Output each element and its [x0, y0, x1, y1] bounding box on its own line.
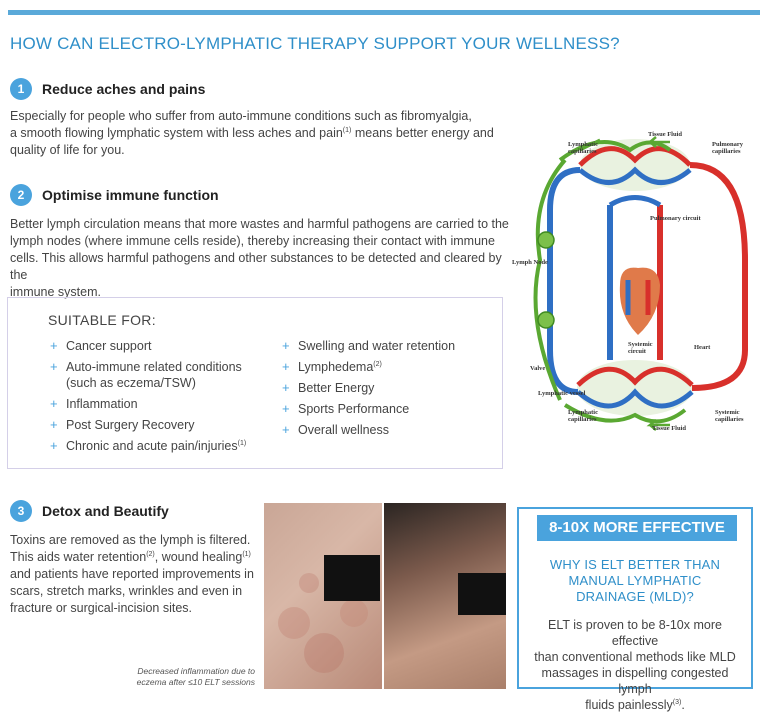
label-systemic-capillaries: Systemic: [715, 409, 740, 416]
plus-icon: +: [50, 417, 58, 432]
before-photo: [264, 503, 382, 689]
suitable-for-box: SUITABLE FOR: +Cancer support +Auto-immu…: [7, 297, 503, 469]
circulation-diagram: Tissue Fluid Lymphatic capillaries Pulmo…: [512, 131, 748, 432]
label-lymphatic-vessel: Lymphatic vessel: [538, 390, 586, 397]
list-item: +Cancer support: [50, 338, 152, 353]
label-lymph-node: Lymph Node: [512, 259, 548, 266]
section-3-text: Toxins are removed as the lymph is filte…: [10, 533, 254, 615]
label-lymphatic-capillaries-bottom: Lymphatic: [568, 409, 598, 416]
suitable-for-heading: SUITABLE FOR:: [48, 312, 156, 328]
suitable-list-right: +Swelling and water retention +Lymphedem…: [282, 338, 455, 443]
section-heading: Reduce aches and pains: [42, 81, 206, 97]
lymph-node-icon: [537, 231, 555, 249]
suitable-list-left: +Cancer support +Auto-immune related con…: [50, 338, 246, 459]
lymph-node-icon: [537, 311, 555, 329]
plus-icon: +: [282, 359, 290, 374]
label-valve: Valve: [530, 365, 545, 372]
list-item: +Chronic and acute pain/injuries(1): [50, 438, 247, 453]
label-lymphatic-capillaries-top: Lymphatic: [568, 141, 598, 148]
page-title: HOW CAN ELECTRO-LYMPHATIC THERAPY SUPPOR…: [10, 34, 620, 53]
list-item: +Better Energy: [282, 380, 375, 395]
effectiveness-question: WHY IS ELT BETTER THAN MANUAL LYMPHATIC …: [549, 557, 721, 604]
plus-icon: +: [50, 359, 58, 374]
list-item: +Overall wellness: [282, 422, 390, 437]
label-pulmonary-capillaries: Pulmonary: [712, 141, 744, 148]
label-systemic-circuit: Systemic: [628, 341, 653, 348]
skin-texture: [278, 573, 368, 673]
label-tissue-fluid-top: Tissue Fluid: [648, 131, 682, 138]
top-rule: [8, 10, 760, 15]
plus-icon: +: [50, 438, 58, 453]
effectiveness-body: ELT is proven to be 8-10x more effective…: [534, 618, 736, 712]
list-item: +Lymphedema(2): [282, 359, 382, 374]
plus-icon: +: [50, 396, 58, 411]
list-item: +Sports Performance: [282, 401, 410, 416]
plus-icon: +: [282, 422, 290, 437]
effectiveness-box: 8-10X MORE EFFECTIVE WHY IS ELT BETTER T…: [517, 507, 753, 712]
privacy-censor-bar: [458, 573, 506, 615]
label-systemic-circuit-2: circuit: [628, 348, 647, 355]
heart-icon: [619, 267, 660, 335]
section-number-badge: 1: [10, 78, 32, 100]
label-tissue-fluid-bottom: Tissue Fluid: [652, 425, 686, 432]
list-item: +Swelling and water retention: [282, 338, 456, 353]
effectiveness-banner: 8-10X MORE EFFECTIVE: [537, 515, 737, 541]
flow-arrow-icon: [646, 136, 670, 148]
label-lymphatic-capillaries-top-2: capillaries: [568, 148, 597, 155]
plus-icon: +: [50, 338, 58, 353]
plus-icon: +: [282, 380, 290, 395]
section-heading: Detox and Beautify: [42, 503, 169, 519]
section-2-header: 2 Optimise immune function: [10, 184, 219, 206]
privacy-censor-bar: [324, 555, 380, 601]
list-item: +Inflammation: [50, 396, 138, 411]
bottom-capillary-bed: [563, 360, 694, 424]
list-item: +Post Surgery Recovery: [50, 417, 195, 432]
section-3-header: 3 Detox and Beautify: [10, 500, 169, 522]
section-1-text: Especially for people who suffer from au…: [10, 109, 494, 157]
top-capillary-bed: [558, 138, 692, 191]
section-number-badge: 2: [10, 184, 32, 206]
after-photo: [384, 503, 506, 689]
section-number-badge: 3: [10, 500, 32, 522]
section-heading: Optimise immune function: [42, 187, 219, 203]
plus-icon: +: [282, 401, 290, 416]
section-1-header: 1 Reduce aches and pains: [10, 78, 205, 100]
section-2-text: Better lymph circulation means that more…: [10, 217, 509, 299]
flow-arrow-icon: [646, 419, 670, 431]
list-item: +Auto-immune related conditions(such as …: [50, 359, 242, 390]
label-pulmonary-circuit: Pulmonary circuit: [650, 215, 701, 222]
label-heart: Heart: [694, 344, 711, 351]
plus-icon: +: [282, 338, 290, 353]
label-pulmonary-capillaries-2: capillaries: [712, 148, 741, 155]
label-systemic-capillaries-2: capillaries: [715, 416, 744, 423]
label-lymphatic-capillaries-bottom-2: capillaries: [568, 416, 597, 423]
